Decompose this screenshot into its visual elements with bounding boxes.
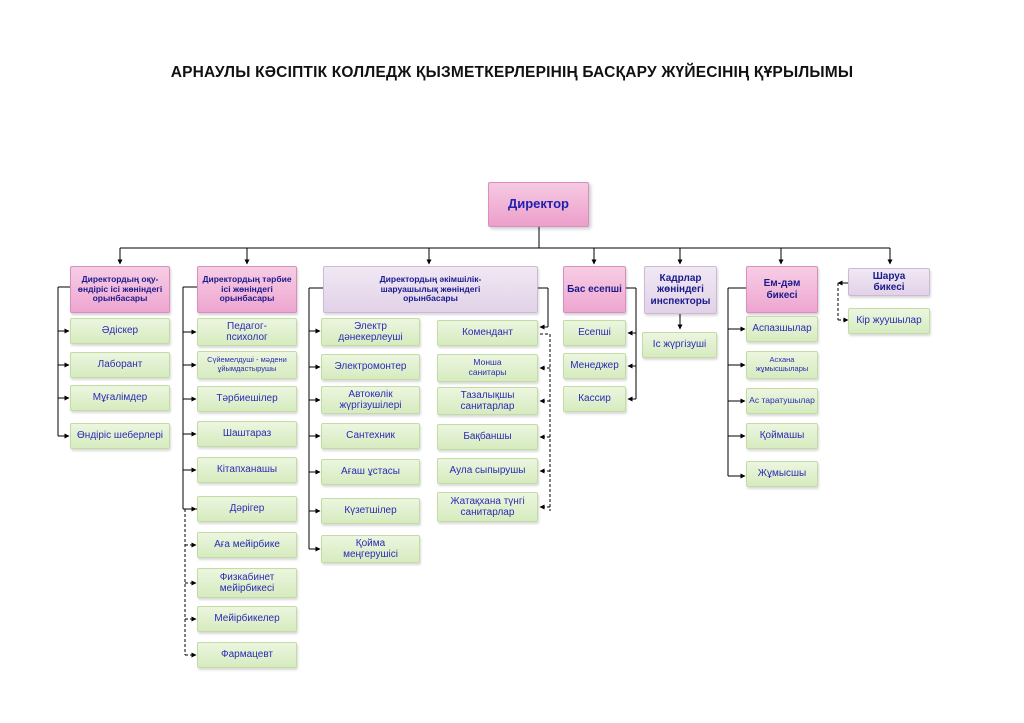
staff-box-methodist: Әдіскер xyxy=(70,318,170,344)
dietary-nurse-box: Ем-дәм бикесі xyxy=(746,266,818,313)
staff-box-cooks: Аспазшылар xyxy=(746,316,818,342)
staff-box-librarian: Кітапханашы xyxy=(197,457,297,483)
hr-inspector-box: Кадрлар жөніндегі инспекторы xyxy=(644,266,717,314)
staff-box-laundry-workers: Кір жуушылар xyxy=(848,308,930,334)
staff-box-lab-assistant: Лаборант xyxy=(70,352,170,378)
admin-deputy-box: Директордың әкімшілік-шаруашылық жөнінде… xyxy=(323,266,538,313)
staff-box-electrician: Электромонтер xyxy=(321,354,420,380)
staff-box-plumber: Сантехник xyxy=(321,423,420,449)
staff-box-manager: Менеджер xyxy=(563,353,626,379)
staff-box-storekeeper: Қоймашы xyxy=(746,423,818,449)
staff-box-psychologist: Педагог-психолог xyxy=(197,318,297,346)
housekeeper-box: Шаруа бикесі xyxy=(848,268,930,296)
staff-box-clerk: Іс жүргізуші xyxy=(642,332,717,358)
staff-box-gardener: Бақбаншы xyxy=(437,424,538,450)
director-box: Директор xyxy=(488,182,589,227)
staff-box-night-orderlies: Жатақхана түнгі санитарлар xyxy=(437,492,538,522)
staff-box-drivers: Автокөлік жүргізушілері xyxy=(321,386,420,414)
staff-box-hairdresser: Шаштараз xyxy=(197,421,297,447)
staff-box-teachers: Мұғалімдер xyxy=(70,385,170,411)
staff-box-cashier: Кассир xyxy=(563,386,626,412)
staff-box-carpenter: Ағаш ұстасы xyxy=(321,459,420,485)
staff-box-worker: Жұмысшы xyxy=(746,461,818,487)
staff-box-warehouse-manager: Қойма меңгерушісі xyxy=(321,535,420,563)
staff-box-commandant: Комендант xyxy=(437,320,538,346)
upbringing-deputy-box: Директордың тәрбие ісі жөніндегі орынбас… xyxy=(197,266,297,313)
staff-box-welder: Электр дәнекерлеуші xyxy=(321,318,420,346)
staff-box-guards: Күзетшілер xyxy=(321,498,420,524)
staff-box-masters: Өндіріс шеберлері xyxy=(70,423,170,449)
staff-box-pharmacist: Фармацевт xyxy=(197,642,297,668)
staff-box-yard-sweeper: Аула сыпырушы xyxy=(437,458,538,484)
chief-accountant-box: Бас есепші xyxy=(563,266,626,313)
staff-box-cultural-organizer: Сүйемелдуші - мәдени ұйымдастырушы xyxy=(197,351,297,379)
staff-box-cleaners: Тазалықшы санитарлар xyxy=(437,387,538,415)
edu-deputy-box: Директордың оқу-өндіріс ісі жөніндегі ор… xyxy=(70,266,170,313)
staff-box-physio-nurse: Физкабинет мейірбикесі xyxy=(197,568,297,598)
staff-box-nurses: Мейірбикелер xyxy=(197,606,297,632)
staff-box-food-servers: Ас таратушылар xyxy=(746,388,818,414)
staff-box-head-nurse: Аға мейірбике xyxy=(197,532,297,558)
staff-box-canteen-workers: Асхана жұмысшылары xyxy=(746,351,818,379)
staff-box-educators: Тәрбиешілер xyxy=(197,386,297,412)
staff-box-bath-attendant: Монша санитары xyxy=(437,354,538,382)
staff-box-doctor: Дәрігер xyxy=(197,496,297,522)
staff-box-accountant: Есепші xyxy=(563,320,626,346)
page-title: АРНАУЛЫ КӘСІПТІК КОЛЛЕДЖ ҚЫЗМЕТКЕРЛЕРІНІ… xyxy=(170,64,854,81)
